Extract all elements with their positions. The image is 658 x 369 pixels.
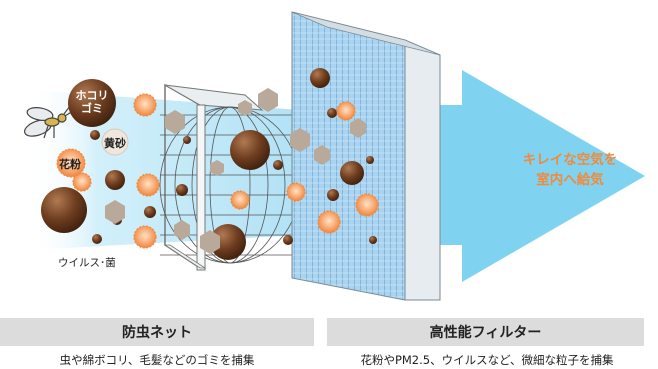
sand-label-blob (101, 128, 129, 156)
section-caption-filter: 花粉やPM2.5、ウイルスなど、微細な粒子を捕集 (360, 353, 614, 367)
pollen-label: 花粉 (59, 158, 81, 171)
clean-air-line2: 室内へ給気 (536, 172, 604, 188)
section-title-net: 防虫ネット (0, 318, 314, 346)
airflow-arrow-icon (440, 70, 645, 282)
section-caption-net: 虫や綿ボコリ、毛髪などのゴミを捕集 (59, 353, 255, 367)
dust-label-line2: ゴミ (81, 102, 103, 115)
virus-label: ウイルス･菌 (58, 257, 116, 269)
clean-air-line1: キレイな空気を (522, 152, 618, 168)
section-title-filter: 高性能フィルター (327, 318, 644, 346)
dust-label-line1: ホコリ (75, 89, 109, 102)
dust-label: ホコリ ゴミ (68, 89, 116, 115)
clean-air-text: キレイな空気を 室内へ給気 (515, 150, 625, 190)
net-mesh-icon (159, 83, 301, 271)
sand-particle-icon (105, 88, 366, 254)
pollen-particle-icon (72, 93, 379, 249)
pollen-label-blob (56, 148, 86, 178)
yellow-sand-label: 黄砂 (104, 137, 126, 150)
dust-particle-icon (41, 68, 377, 260)
dust-label-blob (68, 79, 116, 127)
